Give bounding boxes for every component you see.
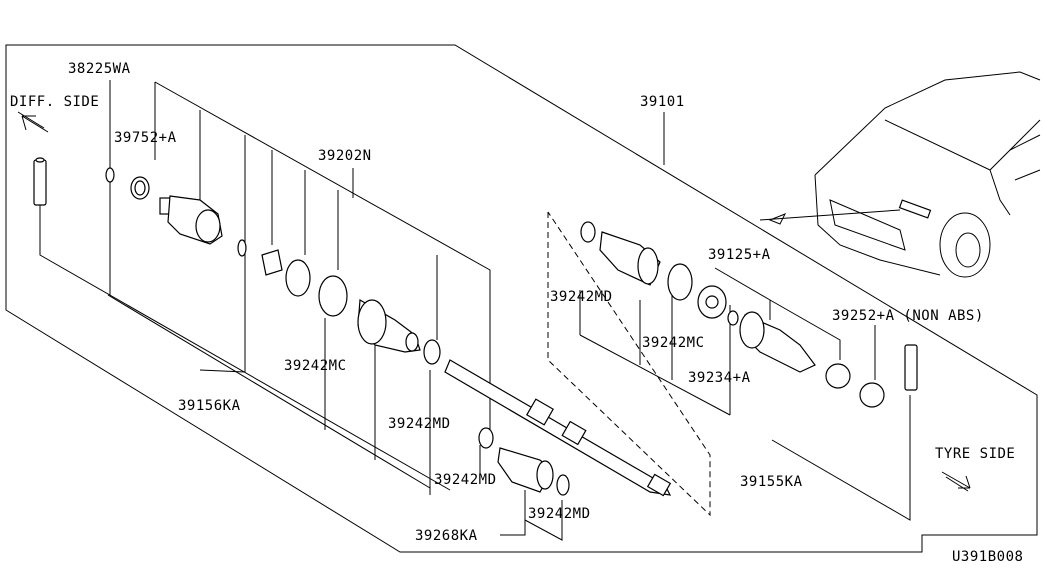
diff-side-label: DIFF. SIDE [10, 94, 99, 110]
part-label-39252a: 39252+A (NON ABS) [832, 308, 984, 324]
part-label-39752a: 39752+A [114, 130, 177, 146]
part-label-38225wa: 38225WA [68, 61, 131, 77]
vehicle-illustration [814, 71, 1041, 278]
part-label-39155ka: 39155KA [740, 474, 803, 490]
diagram-code: U391B008 [952, 549, 1023, 565]
part-label-39242md-left: 39242MD [388, 416, 451, 432]
tyre-side-arrow-icon [941, 471, 971, 492]
part-label-39242mc-left: 39242MC [284, 358, 347, 374]
diagram-frame [5, 44, 1038, 553]
part-label-39242md-lower: 39242MD [434, 472, 497, 488]
tyre-side-label: TYRE SIDE [935, 446, 1015, 462]
part-label-39125a: 39125+A [708, 247, 771, 263]
subassembly-outline [547, 211, 711, 517]
part-label-39242md-bottom: 39242MD [528, 506, 591, 522]
diff-side-arrow-icon [17, 111, 49, 133]
part-label-39101: 39101 [640, 94, 685, 110]
parts-left [33, 157, 672, 497]
part-label-39234a: 39234+A [688, 370, 751, 386]
part-label-39268ka: 39268KA [415, 528, 478, 544]
part-label-39156ka: 39156KA [178, 398, 241, 414]
part-label-39242mc-right: 39242MC [642, 335, 705, 351]
parts-right [580, 221, 918, 408]
part-label-39242md-right: 39242MD [550, 289, 613, 305]
part-label-39202n: 39202N [318, 148, 372, 164]
leader-lines [39, 80, 911, 541]
